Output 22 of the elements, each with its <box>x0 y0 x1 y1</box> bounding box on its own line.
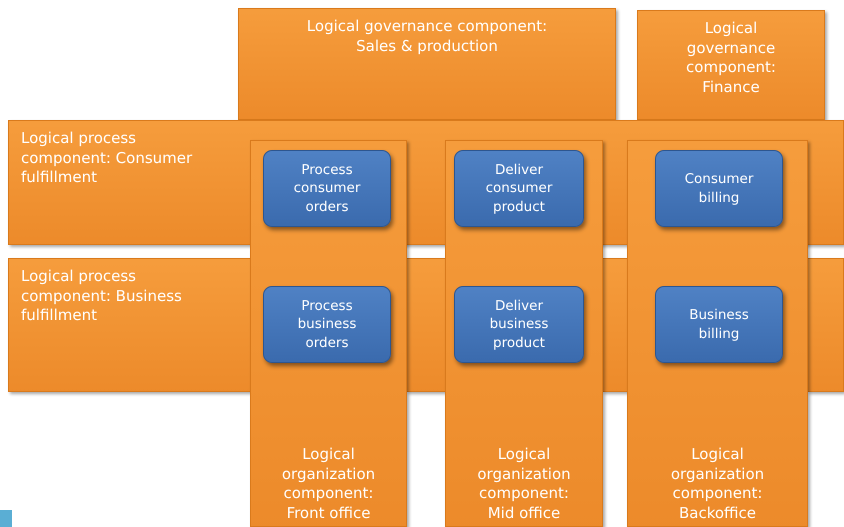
function-box <box>454 150 584 227</box>
component-label: Logical process component: Business fulfillment <box>21 267 183 326</box>
component-label: Process business orders <box>296 297 358 352</box>
component-label: Logical organization component: Mid office <box>476 445 572 523</box>
component-label: Logical organization component: Front office <box>280 445 376 523</box>
component-label: Consumer billing <box>684 170 754 207</box>
component-label: Logical process component: Consumer fulfillment <box>21 129 194 188</box>
governance-component-box <box>637 10 825 120</box>
component-label: Deliver business product <box>488 297 550 352</box>
governance-component-box <box>238 8 616 120</box>
band-segment <box>602 258 628 392</box>
component-label: Logical organization component: Backoffice <box>670 445 766 523</box>
function-box <box>655 150 783 227</box>
component-label: Logical governance component: Finance <box>685 19 777 97</box>
component-label: Process consumer orders <box>292 161 362 216</box>
component-label: Logical governance component: Sales & production <box>306 17 548 56</box>
function-box <box>263 150 391 227</box>
band-segment <box>807 258 844 392</box>
component-label: Business billing <box>688 306 750 343</box>
band-segment <box>406 258 446 392</box>
process-component-band <box>8 258 251 392</box>
component-label: Deliver consumer product <box>484 161 554 216</box>
